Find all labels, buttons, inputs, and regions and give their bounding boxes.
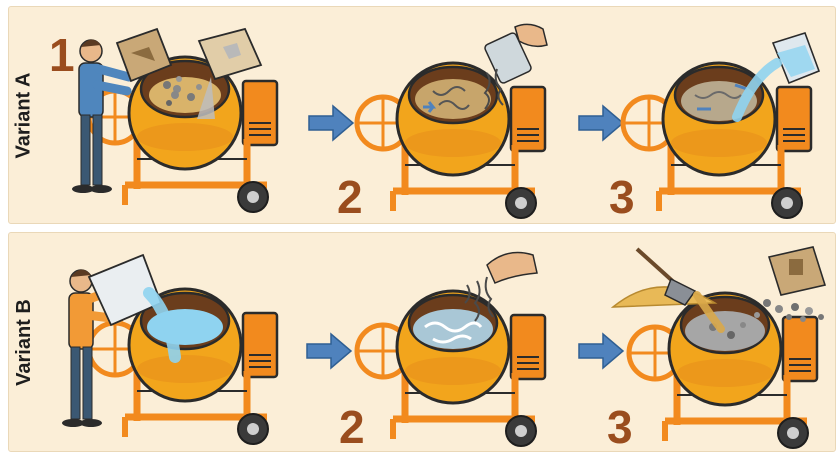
- arrow-right-icon: [308, 105, 354, 141]
- step-number-a2: 2: [337, 171, 363, 223]
- variant-a-panel: Variant A 1: [8, 6, 836, 224]
- shovel-icon: [635, 247, 725, 333]
- gravel-icon: [163, 76, 182, 106]
- water-bucket-icon: [732, 32, 821, 122]
- variant-b-panel: Variant B: [8, 232, 836, 452]
- arrow-right-icon: [578, 333, 624, 369]
- cement-bag-icon: [115, 27, 173, 83]
- step-number-b2: 2: [339, 401, 365, 451]
- cement-bag-icon: [197, 27, 263, 119]
- mixer-a3: [623, 63, 811, 218]
- fiber-hand-icon: [483, 23, 548, 110]
- cement-bag-icon: [767, 246, 827, 296]
- variant-b-scene: 2 3: [62, 246, 827, 451]
- water-bucket-icon: [87, 253, 181, 363]
- step-number-b3: 3: [607, 401, 633, 451]
- arrow-right-icon: [578, 105, 624, 141]
- mixer-a1: [89, 57, 277, 212]
- arrow-right-icon: [306, 333, 352, 369]
- step-number-a1: 1: [49, 29, 75, 81]
- mixer-b2: [357, 291, 545, 446]
- worker-icon: [72, 39, 134, 193]
- step-number-a3: 3: [609, 171, 635, 223]
- gravel-icon: [754, 299, 824, 322]
- variant-a-scene: 1: [49, 23, 821, 223]
- fiber-hand-icon: [464, 251, 538, 322]
- mixer-a2: [357, 63, 545, 218]
